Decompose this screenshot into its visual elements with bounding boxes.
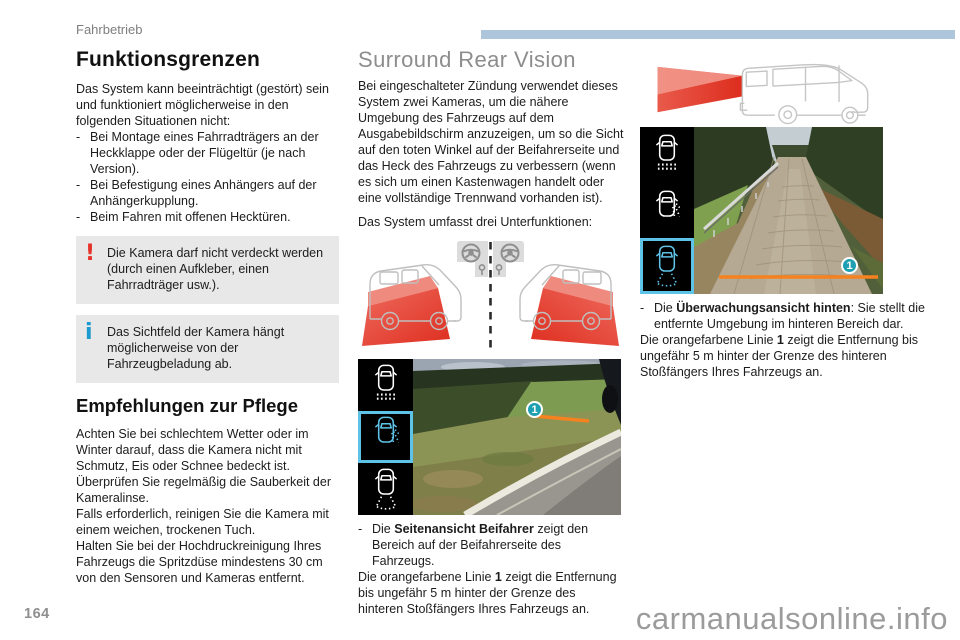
camera-mode-sidebar bbox=[640, 127, 694, 294]
warning-box: ! Die Kamera darf nicht verdeckt werden … bbox=[76, 236, 339, 304]
camera-coverage-diagram bbox=[361, 240, 620, 351]
section-title-surround-rear-vision: Surround Rear Vision bbox=[358, 47, 576, 72]
distance-marker-1: 1 bbox=[841, 257, 858, 274]
bullet-dash: - bbox=[76, 178, 81, 192]
middle-column: Surround Rear Vision Bei eingeschalteter… bbox=[358, 47, 624, 617]
warning-icon: ! bbox=[85, 241, 96, 266]
passenger-side-view-icon bbox=[358, 411, 413, 463]
list-item-text: Bei Befestigung eines Anhängers auf der … bbox=[90, 178, 317, 208]
section-title-pflege: Empfehlungen zur Pflege bbox=[76, 395, 299, 416]
wide-rear-view-icon bbox=[640, 238, 694, 294]
limits-bullet-list: - Bei Montage eines Fahrradträgers an de… bbox=[76, 129, 339, 225]
header-accent-bar bbox=[481, 30, 955, 39]
rear-view-caption: - Die Überwachungsansicht hinten: Sie st… bbox=[640, 300, 947, 332]
list-item-text: Bei Montage eines Fahrradträgers an der … bbox=[90, 130, 319, 176]
care-text: Achten Sie bei schlechtem Wetter oder im… bbox=[76, 427, 331, 585]
rear-camera-beam-illustration bbox=[657, 63, 869, 125]
list-item-text: Beim Fahren mit offenen Hecktüren. bbox=[90, 210, 291, 224]
orange-line-note: Die orangefarbene Linie 1 zeigt die Entf… bbox=[358, 570, 617, 616]
rear-camera-photo bbox=[694, 127, 883, 294]
side-view-screen: 1 bbox=[358, 359, 621, 515]
info-icon: i bbox=[85, 320, 93, 345]
srv-intro-text: Bei eingeschalteter Zündung verwendet di… bbox=[358, 79, 624, 205]
warning-text: Die Kamera darf nicht verdeckt werden (d… bbox=[107, 246, 324, 292]
left-column: Funktionsgrenzen Das System kann beeintr… bbox=[76, 48, 339, 586]
marker-label: 1 bbox=[531, 403, 538, 416]
list-item: - Bei Montage eines Fahrradträgers an de… bbox=[76, 129, 339, 177]
camera-mode-sidebar bbox=[358, 359, 413, 515]
side-view-caption: - Die Seitenansicht Beifahrer zeigt den … bbox=[358, 521, 624, 569]
orange-line-note: Die orangefarbene Linie 1 zeigt die Entf… bbox=[640, 333, 918, 379]
passenger-side-view-icon bbox=[640, 183, 694, 239]
right-column: 1 - Die Überwachungsansicht hinten: Sie … bbox=[640, 52, 947, 380]
distance-marker-1: 1 bbox=[526, 401, 543, 418]
info-text: Das Sichtfeld der Kamera hängt möglicher… bbox=[107, 325, 285, 371]
list-item: - Beim Fahren mit offenen Hecktüren. bbox=[76, 209, 339, 225]
page-number: 164 bbox=[24, 606, 50, 622]
watermark: carmanualsonline.info bbox=[635, 601, 948, 636]
rear-view-screen: 1 bbox=[640, 127, 883, 294]
rear-view-icon bbox=[358, 359, 413, 411]
bullet-dash: - bbox=[640, 301, 645, 315]
caption-text: Die Überwachungsansicht hinten: Sie stel… bbox=[654, 301, 925, 331]
subfunctions-line: Das System umfasst drei Unterfunktionen: bbox=[358, 215, 593, 229]
info-box: i Das Sichtfeld der Kamera hängt möglich… bbox=[76, 315, 339, 383]
bullet-dash: - bbox=[358, 522, 363, 536]
rear-view-icon bbox=[640, 127, 694, 183]
bullet-dash: - bbox=[76, 130, 81, 144]
list-item: - Bei Befestigung eines Anhängers auf de… bbox=[76, 177, 339, 209]
limits-intro-text: Das System kann beeinträchtigt (gestört)… bbox=[76, 82, 329, 128]
side-camera-photo bbox=[413, 359, 621, 515]
wide-rear-view-icon bbox=[358, 463, 413, 515]
section-title-funktionsgrenzen: Funktionsgrenzen bbox=[76, 48, 261, 71]
marker-label: 1 bbox=[846, 259, 853, 272]
caption-text: Die Seitenansicht Beifahrer zeigt den Be… bbox=[372, 522, 589, 568]
breadcrumb: Fahrbetrieb bbox=[76, 22, 143, 37]
bullet-dash: - bbox=[76, 210, 81, 224]
